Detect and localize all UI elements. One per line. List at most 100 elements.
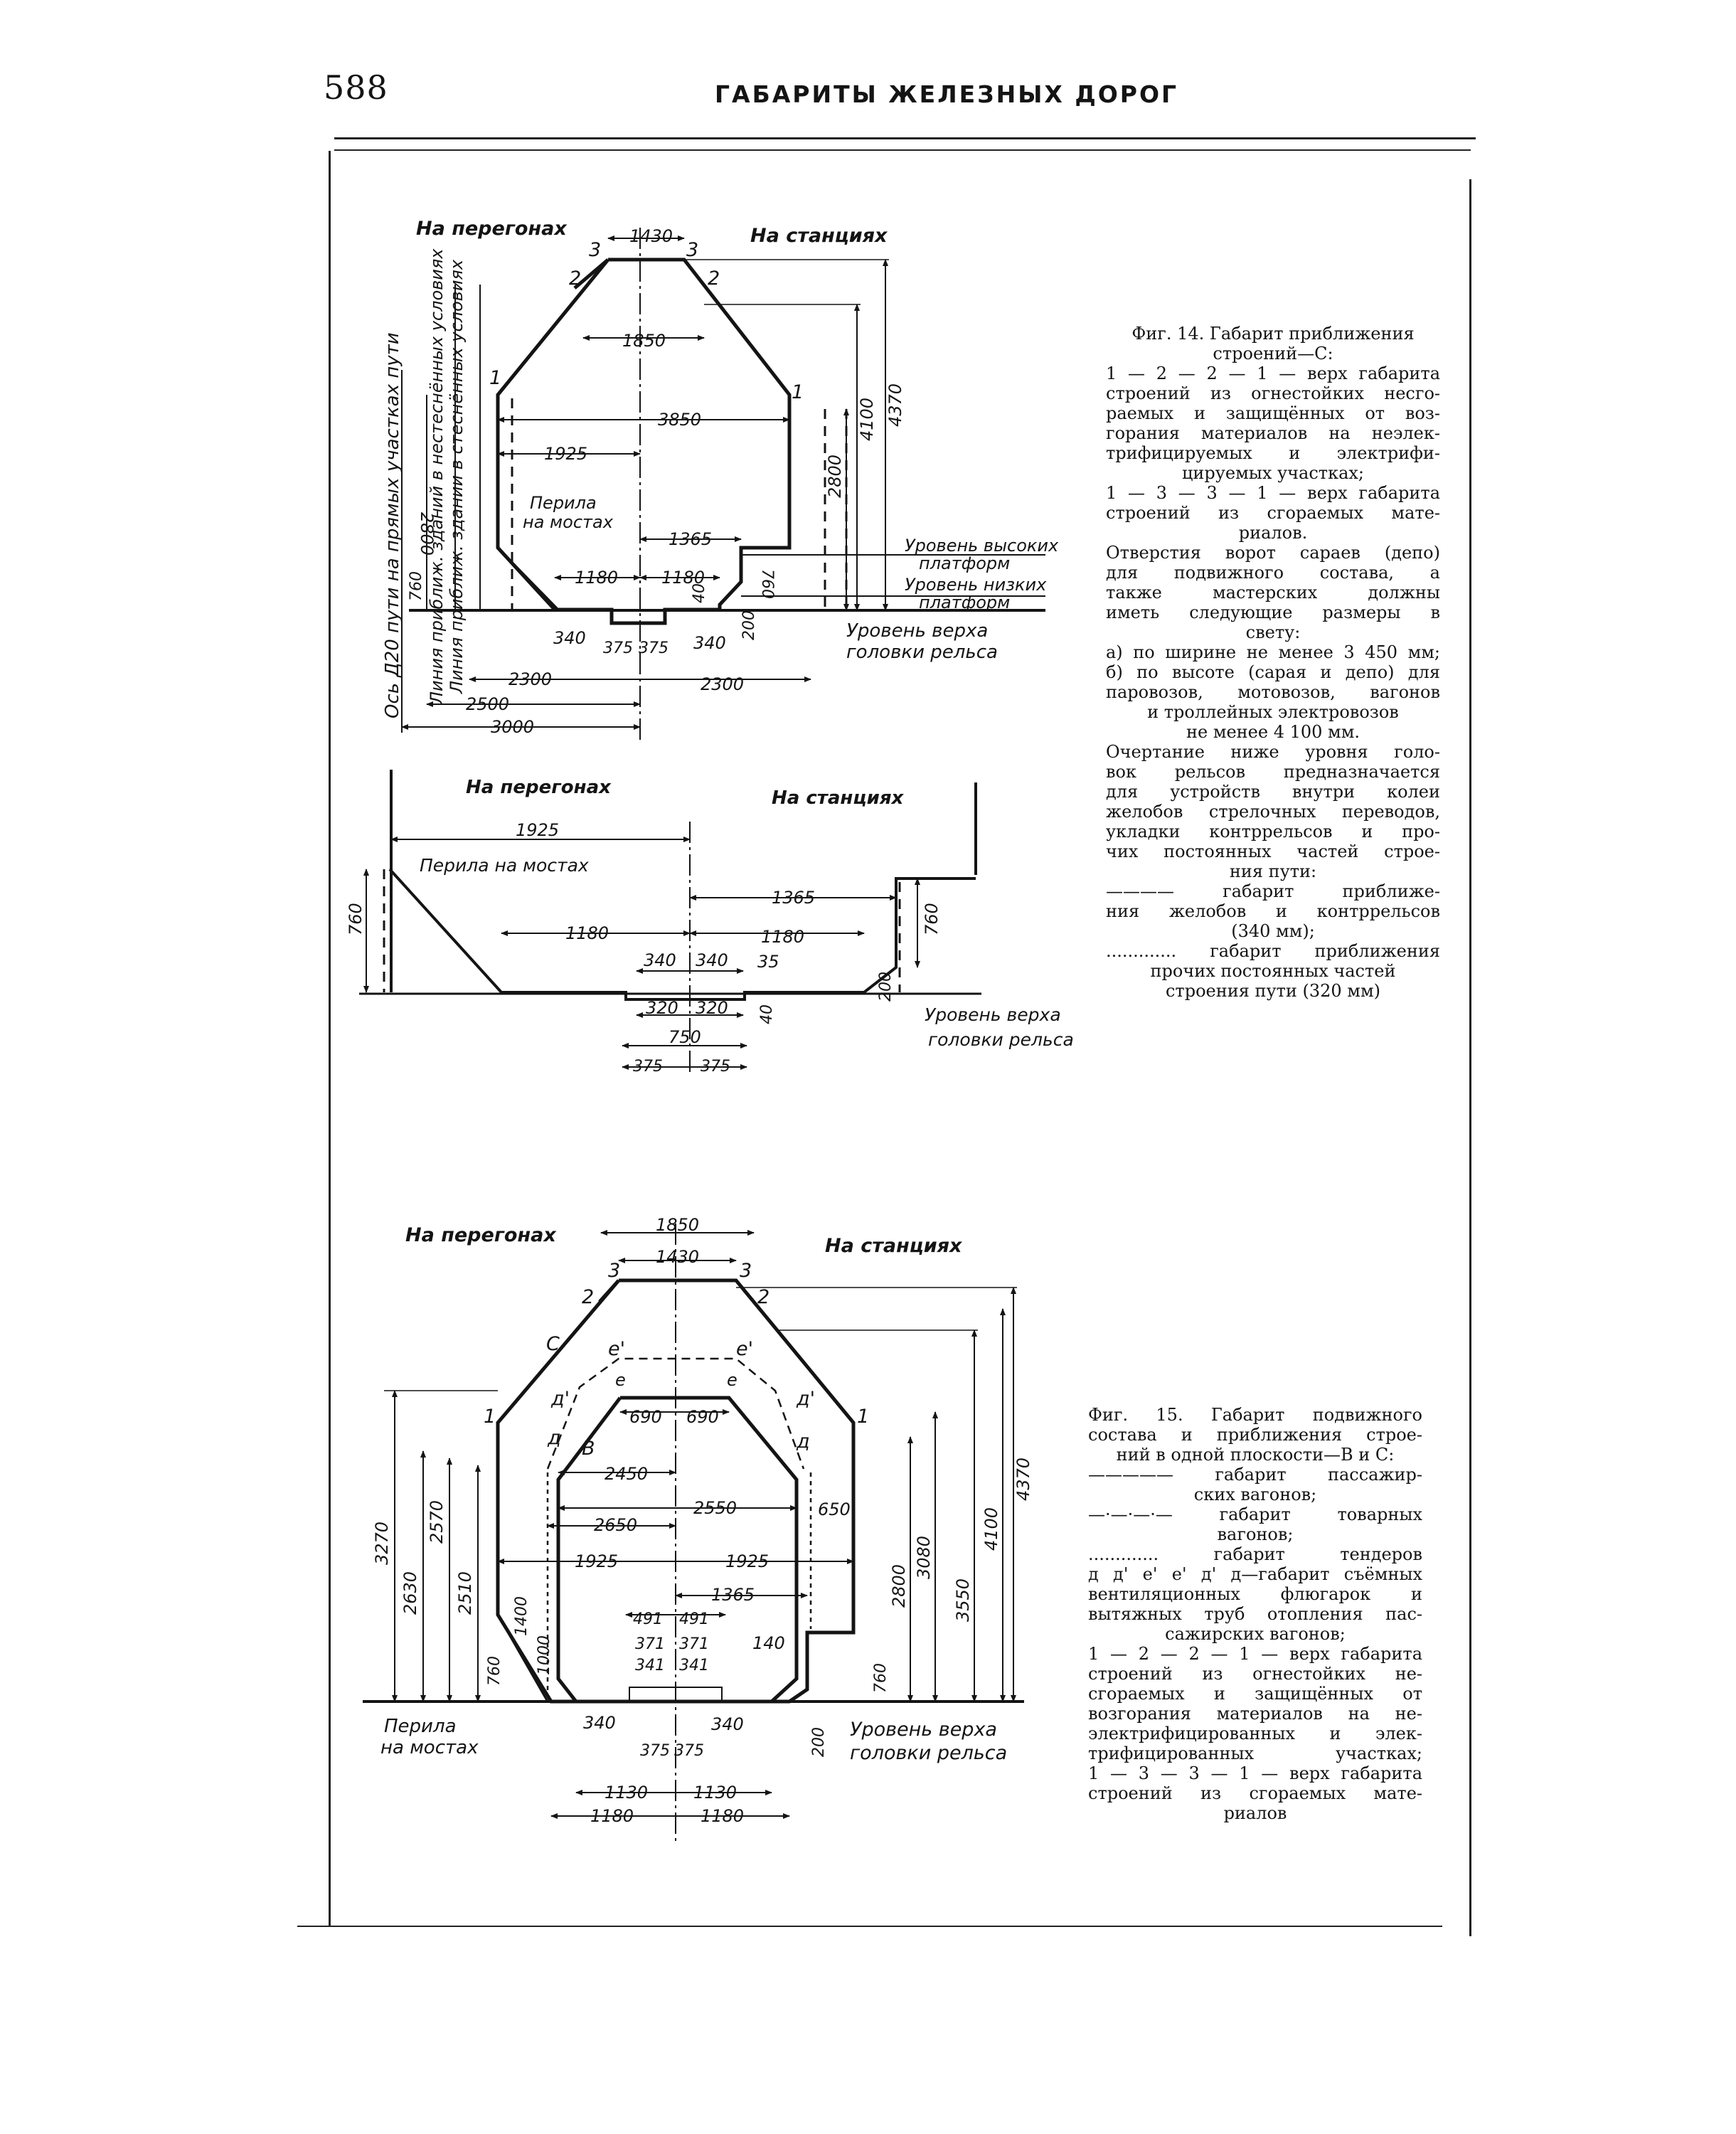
fig15-pt-1r: 1 <box>857 1406 869 1428</box>
fig15-dim-340r-label: 340 <box>711 1714 744 1734</box>
fig14-dim-2300r-label: 2300 <box>701 674 744 694</box>
fig15-dim-1925l-label: 1925 <box>575 1551 618 1571</box>
fig15-caption-line: строений из сгораемых мате- <box>1088 1783 1422 1803</box>
fig14-caption-title-1: Фиг. 14. Габарит приближения <box>1131 324 1415 344</box>
fig15-pt-dl: д <box>547 1427 561 1449</box>
fig14-dim-1925-label: 1925 <box>544 444 587 464</box>
fig14-perila-diagonal-2 <box>496 546 560 611</box>
frame-bottom <box>297 1926 1442 1927</box>
fig15-dim-1925r-label: 1925 <box>725 1551 769 1571</box>
detail-dim-340r-label: 340 <box>696 950 728 970</box>
fig15-dim-1430-label: 1430 <box>656 1247 699 1267</box>
fig15-caption-line: трифицированных участках; <box>1088 1743 1422 1763</box>
fig15-dim-1850-label: 1850 <box>656 1215 699 1235</box>
fig15-dim-341l-label: 341 <box>635 1657 665 1674</box>
fig14-caption-line: б) по высоте (сарая и депо) для <box>1106 662 1440 682</box>
fig15-dim-1180r-label: 1180 <box>701 1806 744 1826</box>
fig15-pt-dr: д <box>796 1430 810 1453</box>
fig14-caption-line: желобов стрелочных переводов, <box>1106 802 1440 822</box>
fig15-caption-line: строений из огнестойких не- <box>1088 1664 1422 1684</box>
fig14-caption-line: вок рельсов предназначается <box>1106 762 1440 782</box>
fig14-dim-1365-label: 1365 <box>669 529 712 549</box>
detail-dim-320l-label: 320 <box>646 998 678 1018</box>
detail-label-peregon: На перегонах <box>466 777 612 798</box>
fig14-dim-4370-label: 4370 <box>885 383 905 427</box>
fig15-dim-2650-label: 2650 <box>594 1515 637 1535</box>
fig14-diagram <box>401 228 1045 740</box>
fig14-line2-text: Линия приближ. здании в стеснённых услов… <box>447 259 467 694</box>
fig15-caption-line: сгораемых и защищённых от <box>1088 1684 1422 1704</box>
fig14-pt-2r: 2 <box>708 267 720 290</box>
fig14-dim-3850-label: 3850 <box>658 410 701 430</box>
fig15-dim-650-label: 650 <box>818 1499 851 1519</box>
fig14-caption-line: 1 — 3 — 3 — 1 — верх габарита <box>1106 483 1440 503</box>
fig15-pt-e1l: е' <box>608 1338 625 1360</box>
fig15-caption-line: возгорания материалов на не- <box>1088 1704 1422 1724</box>
detail-dim-1365-label: 1365 <box>772 888 815 908</box>
fig15-pt-c: С <box>546 1333 560 1355</box>
fig15-dim-371r-label: 371 <box>679 1635 709 1653</box>
header-rule <box>334 137 1476 139</box>
fig15-diagram <box>363 1223 1024 1842</box>
fig15-dim-3550-label: 3550 <box>953 1578 973 1622</box>
fig15-perila-label: Перила <box>384 1716 457 1737</box>
fig15-outline-c-2 <box>598 1279 620 1303</box>
fig14-caption-line: трифицируемых и электрифи- <box>1106 443 1440 463</box>
fig14-dim-200-label: 200 <box>740 610 758 640</box>
fig14-caption-line: также мастерских должны <box>1106 583 1440 602</box>
fig14-high-level-label: Уровень высоких <box>905 536 1059 556</box>
fig14-caption-line: ............. габарит приближения <box>1106 941 1440 961</box>
fig14-caption-line: риалов. <box>1238 523 1308 543</box>
fig15-dim-2510-label: 2510 <box>455 1571 475 1615</box>
fig14-mosty-label: на мостах <box>523 512 614 532</box>
fig14-dim-4100-label: 4100 <box>857 398 877 441</box>
fig15-pt-er: е <box>727 1370 737 1390</box>
fig15-dim-1365-label: 1365 <box>711 1585 755 1605</box>
fig15-dim-1000-label: 1000 <box>536 1635 553 1675</box>
fig15-rail-level-label: Уровень верха <box>850 1719 997 1741</box>
detail-dim-320r-label: 320 <box>696 998 728 1018</box>
fig14-axis-text: Ось Д20 пути на прямых участках пути <box>382 332 403 718</box>
fig15-dim-760l-label: 760 <box>486 1656 504 1686</box>
fig15-caption-line: ских вагонов; <box>1193 1485 1317 1504</box>
fig15-dim-3080-label: 3080 <box>914 1536 934 1579</box>
fig15-caption-line: д д' е' е' д' д—габарит съёмных <box>1088 1564 1422 1584</box>
frame-right <box>1469 179 1471 1936</box>
fig14-platform2-label: платформ <box>919 593 1010 612</box>
fig14-pt-1l: 1 <box>489 367 501 389</box>
fig15-pt-2r: 2 <box>757 1286 770 1308</box>
fig14-caption-line: строения пути (320 мм) <box>1165 981 1380 1001</box>
fig15-caption-title-2: состава и приближения строе- <box>1088 1425 1422 1445</box>
fig15-dim-375r-label: 375 <box>674 1742 704 1760</box>
fig15-pt-d1r: д' <box>796 1388 815 1410</box>
fig15-pt-e1r: е' <box>736 1338 753 1360</box>
fig14-perila-label: Перила <box>530 493 597 513</box>
fig15-pt-1l: 1 <box>484 1406 496 1428</box>
frame-top <box>334 149 1471 151</box>
fig15-dim-340l-label: 340 <box>583 1713 616 1733</box>
detail-dim-1925-label: 1925 <box>516 820 559 840</box>
detail-dim-375r-label: 375 <box>701 1058 730 1076</box>
fig15-mosty-label: на мостах <box>380 1737 479 1758</box>
fig14-outline <box>496 258 792 625</box>
fig15-caption-title-1: Фиг. 15. Габарит подвижного <box>1088 1405 1422 1425</box>
fig15-dim-4100-label: 4100 <box>981 1507 1001 1551</box>
fig14-caption-line: а) по ширине не менее 3 450 мм; <box>1106 642 1440 662</box>
fig14-caption-line: ———— габарит приближе- <box>1106 881 1440 901</box>
fig14-caption-line: Отверстия ворот сараев (депо) <box>1106 543 1440 563</box>
fig15-caption-line: 1 — 2 — 2 — 1 — верх габарита <box>1088 1644 1422 1664</box>
fig14-caption-line: паровозов, мотовозов, вагонов <box>1106 682 1440 702</box>
fig14-dim-2300l-label: 2300 <box>508 669 552 689</box>
running-head: ГАБАРИТЫ ЖЕЛЕЗНЫХ ДОРОГ <box>715 80 1179 108</box>
fig15-caption-line: электрифицированных и элек- <box>1088 1724 1422 1743</box>
fig14-low-level-label: Уровень низких <box>905 575 1047 595</box>
frame-left <box>329 151 331 1927</box>
fig15-label-stations: На станциях <box>825 1235 963 1257</box>
fig15-dim-375l-label: 375 <box>640 1742 670 1760</box>
fig15-dim-2450-label: 2450 <box>605 1464 648 1484</box>
fig14-label-peregon: На перегонах <box>416 218 568 240</box>
fig14-dim-2800l-label: 2800 <box>417 512 437 556</box>
detail-rail-head-label: головки рельса <box>928 1029 1074 1050</box>
fig14-pt-3l: 3 <box>589 239 601 261</box>
